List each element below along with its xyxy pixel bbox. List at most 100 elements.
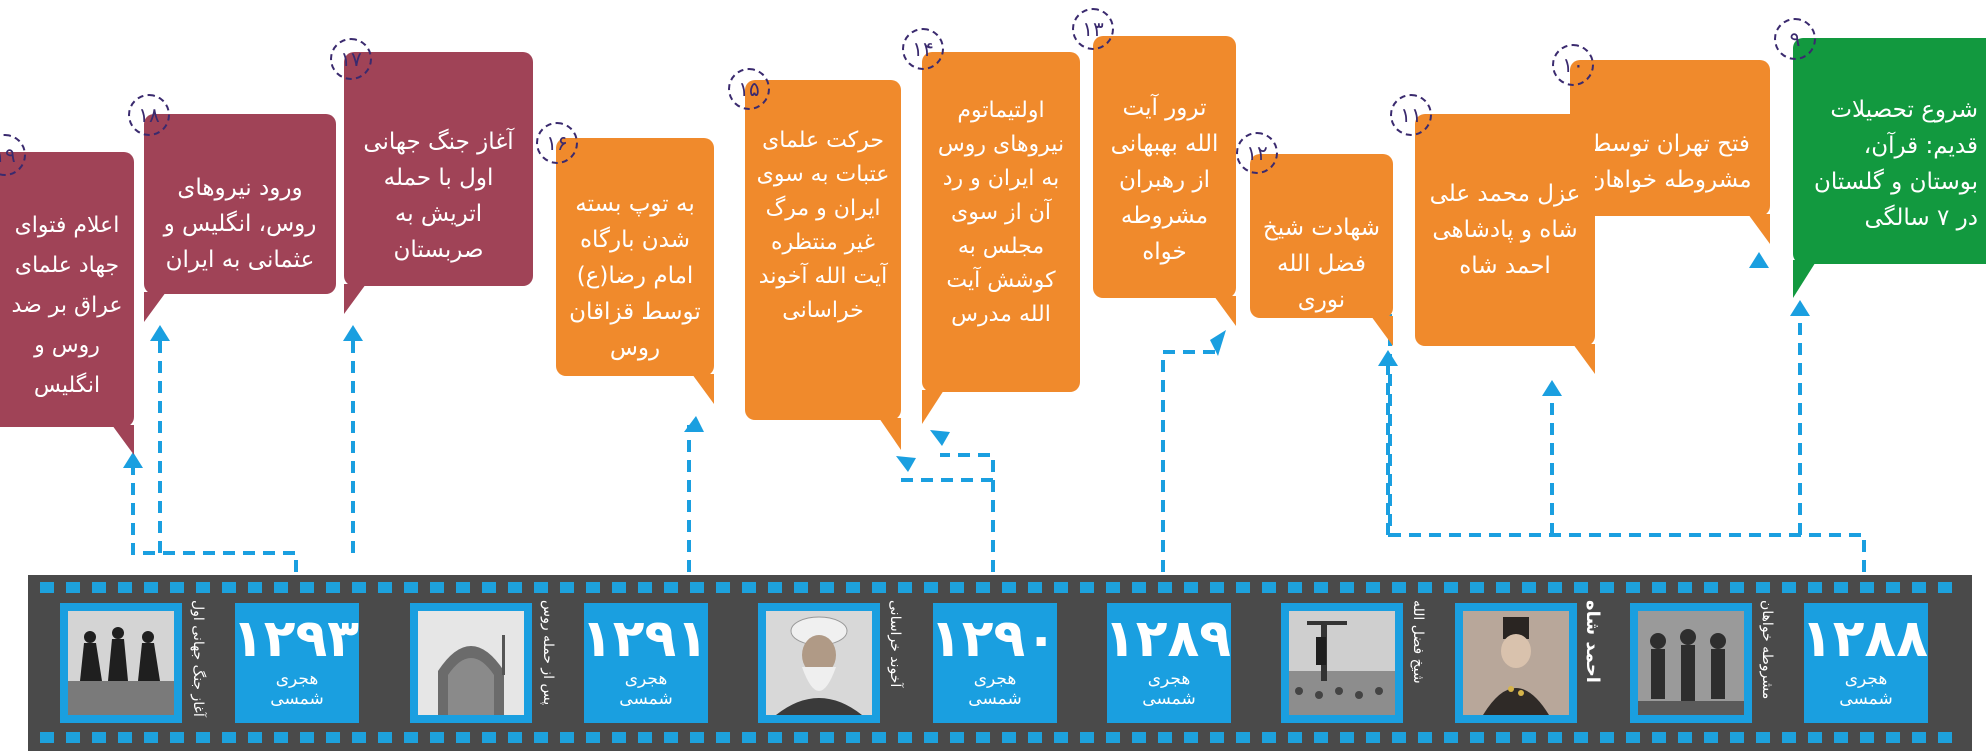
film-perforation <box>638 732 652 743</box>
film-perforation <box>1392 732 1406 743</box>
film-perforation <box>378 582 392 593</box>
film-perforation <box>378 732 392 743</box>
film-perforation <box>274 582 288 593</box>
year-1289-label: هجری شمسی <box>1142 669 1196 709</box>
film-perforation <box>1002 732 1016 743</box>
caption-sheikh-fazlollah: شیخ فضل الله <box>1410 600 1426 684</box>
film-perforation <box>898 732 912 743</box>
photo-after-russian-attack <box>410 603 532 723</box>
film-perforation <box>1236 582 1250 593</box>
film-perforation <box>300 732 314 743</box>
film-perforation <box>560 582 574 593</box>
film-perforation <box>1860 582 1874 593</box>
year-box-1293: ۱۲۹۳ هجری شمسی <box>232 603 359 723</box>
film-perforation <box>768 732 782 743</box>
film-perforation <box>1678 732 1692 743</box>
film-perforation <box>456 582 470 593</box>
photo-ahmad-shah <box>1455 603 1577 723</box>
film-perforation <box>1704 582 1718 593</box>
film-perforation <box>846 732 860 743</box>
film-perforation <box>872 732 886 743</box>
film-perforation <box>248 582 262 593</box>
film-perforation <box>1366 732 1380 743</box>
event-14-bubble: اولتیماتوم نیروهای روس به ایران و رد آن … <box>922 52 1080 392</box>
event-12-number: ۱۲ <box>1236 132 1278 174</box>
event-11-tail <box>1573 344 1595 374</box>
film-perforation <box>534 582 548 593</box>
film-perforation <box>1782 732 1796 743</box>
event-13-text: ترور آیت الله بهبهانی از رهبران مشروطه خ… <box>1110 95 1219 265</box>
film-perforation <box>92 582 106 593</box>
event-13-number: ۱۳ <box>1072 8 1114 50</box>
film-perforation <box>664 732 678 743</box>
film-perforation <box>768 582 782 593</box>
film-perforation <box>1028 732 1042 743</box>
film-perforation <box>456 732 470 743</box>
film-perforation <box>92 732 106 743</box>
event-12-tail <box>1371 316 1393 346</box>
film-perforation <box>1626 732 1640 743</box>
film-perforation <box>1756 732 1770 743</box>
film-perforation <box>404 582 418 593</box>
event-15-number: ۱۵ <box>728 68 770 110</box>
photo-akhund-khorasani-image <box>766 611 872 715</box>
film-perforation <box>1444 582 1458 593</box>
film-perforation <box>924 582 938 593</box>
film-perforation <box>950 582 964 593</box>
film-perforation <box>612 732 626 743</box>
event-12-text: شهادت شیخ فضل الله نوری <box>1262 215 1381 313</box>
film-perforation <box>1522 582 1536 593</box>
event-17-tail <box>344 284 366 314</box>
photo-after-russian-attack-image <box>418 611 524 715</box>
film-perforation <box>1548 582 1562 593</box>
event-16-bubble: به توپ بسته شدن بارگاه امام رضا(ع) توسط … <box>556 138 714 376</box>
photo-ww1-start-image <box>68 611 174 715</box>
film-perforation <box>664 582 678 593</box>
film-perforation <box>1236 732 1250 743</box>
film-perforation <box>1470 732 1484 743</box>
event-13-tail <box>1214 296 1236 326</box>
film-perforation <box>742 582 756 593</box>
film-perforation <box>222 732 236 743</box>
film-perforation <box>1756 582 1770 593</box>
film-perforation <box>508 732 522 743</box>
arrow-1293-e19 <box>131 462 298 572</box>
year-1291: ۱۲۹۱ <box>581 609 708 669</box>
film-perforation <box>352 732 366 743</box>
event-19-text: اعلام فتوای جهاد علمای عراق بر ضد روس و … <box>11 213 123 398</box>
event-17-bubble: آغاز جنگ جهانی اول با حمله اتریش به صربس… <box>344 52 533 286</box>
film-perforation <box>430 732 444 743</box>
film-perforation <box>1444 732 1458 743</box>
film-perforation <box>1782 582 1796 593</box>
year-box-1289: ۱۲۸۹ هجری شمسی <box>1104 603 1231 723</box>
film-perforation <box>1886 732 1900 743</box>
caption-constitutionalists: مشروطه خواهان <box>1759 600 1775 700</box>
film-perforation <box>1314 582 1328 593</box>
film-perforation <box>66 732 80 743</box>
film-perforation <box>794 582 808 593</box>
film-perforation <box>742 732 756 743</box>
photo-ww1-start <box>60 603 182 723</box>
film-perforation <box>40 582 54 593</box>
photo-sheikh-fazlollah <box>1281 603 1403 723</box>
film-perforation <box>638 582 652 593</box>
film-perforation <box>1730 582 1744 593</box>
film-perforation <box>118 582 132 593</box>
film-perforation <box>1574 732 1588 743</box>
film-perforation <box>1912 582 1926 593</box>
film-perforation <box>1808 582 1822 593</box>
year-1290-label: هجری شمسی <box>968 669 1022 709</box>
film-perforation <box>1106 732 1120 743</box>
film-perforation <box>1080 732 1094 743</box>
caption-ahmad-shah: احمد شاه <box>1582 600 1603 683</box>
film-perforation <box>560 732 574 743</box>
event-9-tail <box>1793 260 1817 298</box>
event-9-number: ۹ <box>1774 18 1816 60</box>
film-perforation <box>1730 732 1744 743</box>
event-18-number: ۱۸ <box>128 94 170 136</box>
photo-constitutionalists-image <box>1638 611 1744 715</box>
film-perforation <box>1652 732 1666 743</box>
event-14-text: اولتیماتوم نیروهای روس به ایران و رد آن … <box>937 98 1065 327</box>
film-perforation <box>1392 582 1406 593</box>
event-14-number: ۱۴ <box>902 28 944 70</box>
